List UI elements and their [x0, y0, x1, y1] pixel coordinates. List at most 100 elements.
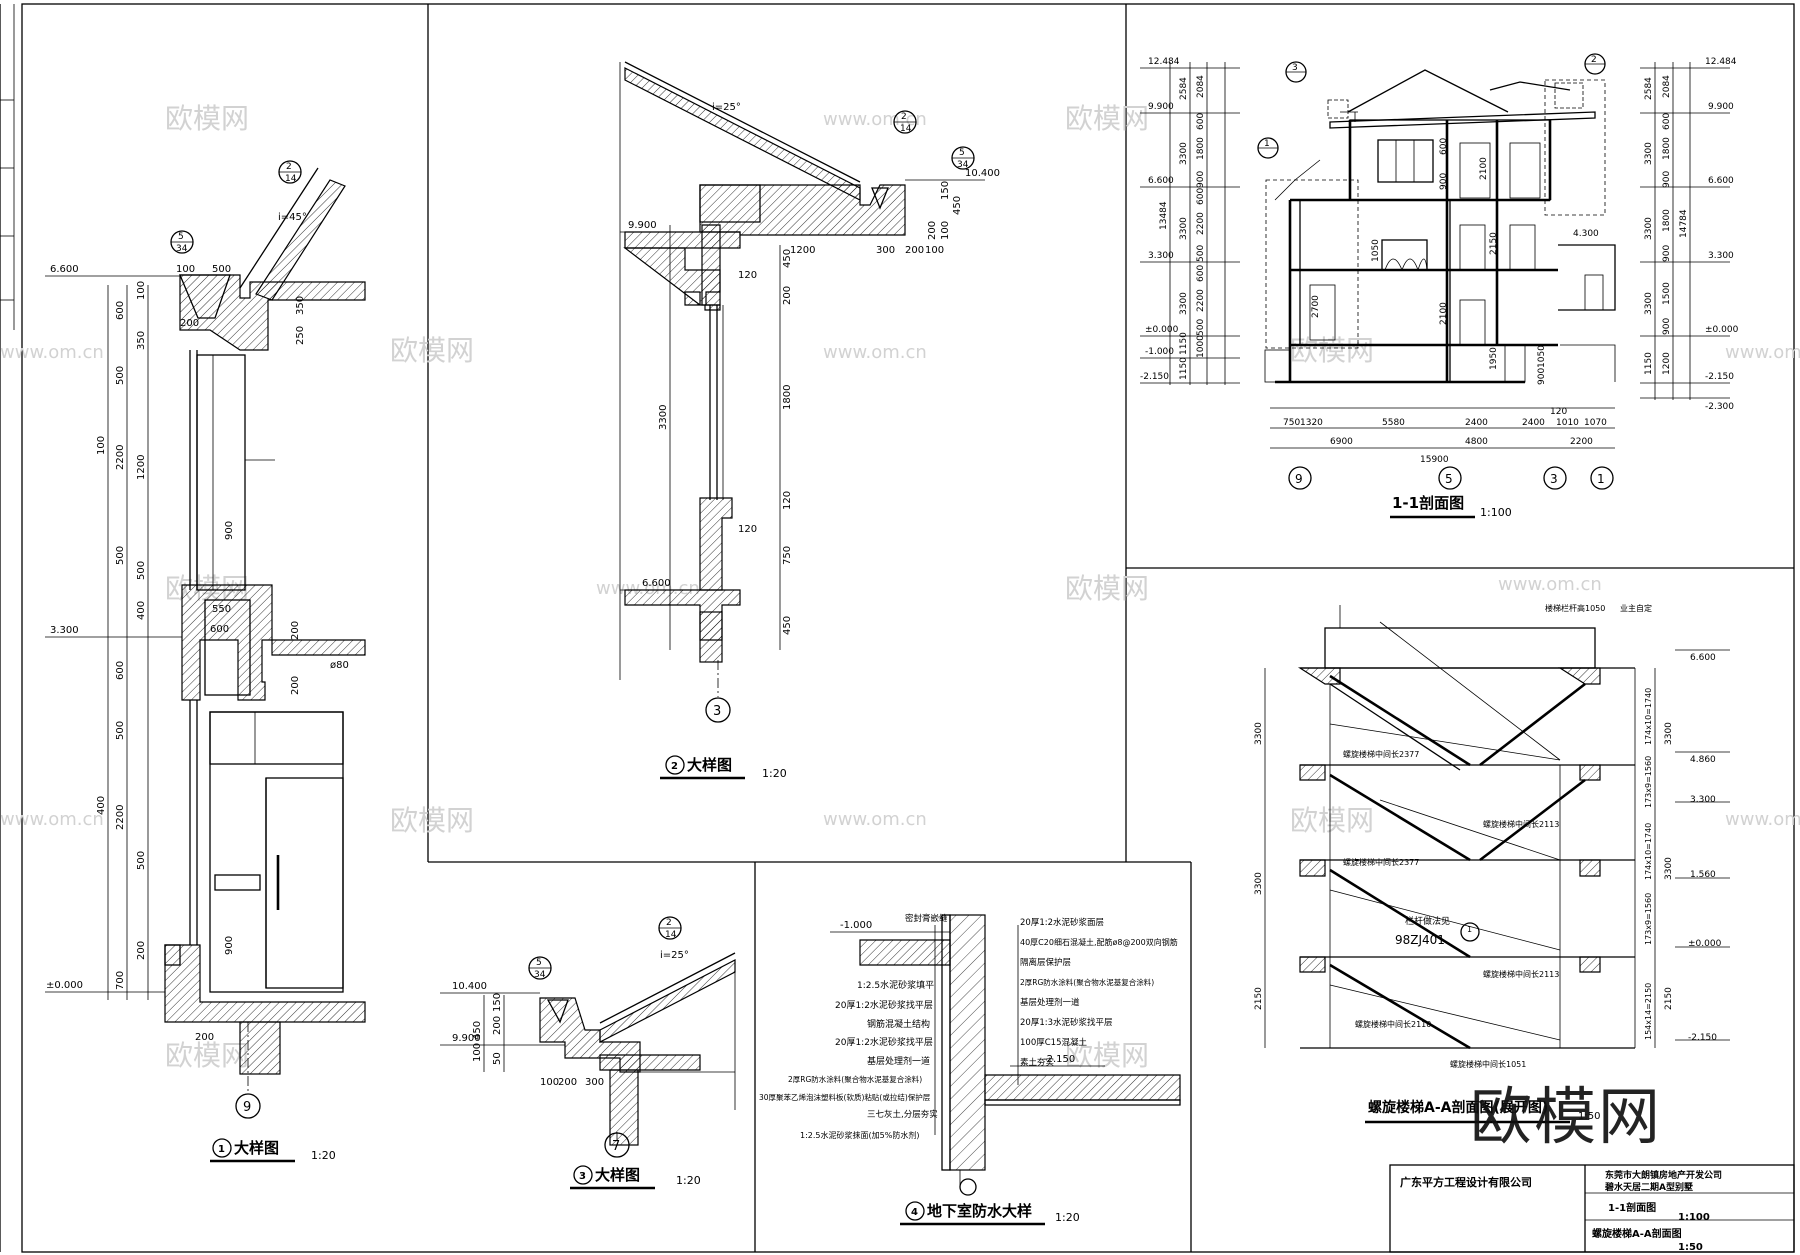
company-name: 广东平方工程设计有限公司 [1400, 1175, 1532, 1189]
level-label: 12.484 [1148, 57, 1180, 67]
dim-label: 2150 [1489, 232, 1499, 255]
dim-label: 154x14=2150 [1644, 983, 1653, 1040]
dim-label: 2100 [1439, 302, 1449, 325]
dim-label: 200 [136, 941, 147, 960]
dim-label: 450 [782, 249, 793, 268]
watermark-site: www.om.cn [0, 342, 104, 363]
stair-title: 螺旋楼梯A-A剖面图(展开图) [1368, 1099, 1548, 1116]
note-text: 基层处理剂一道 [867, 1055, 930, 1067]
section-scale: 1:100 [1480, 506, 1512, 519]
dim-label: 200 [180, 318, 199, 329]
stair-label: 螺旋楼梯中间长2113 [1483, 969, 1559, 979]
dim-label: 900 [224, 521, 235, 540]
detail-number: 3 [579, 1171, 586, 1182]
stair-section: 6.600 4.860 3.300 1.560 ±0.000 -2.150 33… [1254, 603, 1730, 1153]
level-label: 10.400 [452, 981, 487, 992]
dim-label: 2200 [1570, 437, 1593, 447]
dim-label: 120 [738, 270, 757, 281]
dim-label: 1950 [1489, 347, 1499, 370]
detail-scale: 1:20 [676, 1174, 701, 1187]
ref-circle-top: 5 [959, 148, 965, 158]
dim-label: 500 [136, 851, 147, 870]
ref-circle-top: 2 [286, 162, 292, 172]
dim-label: 900 [1196, 171, 1206, 188]
axis-label: 3 [1550, 472, 1558, 486]
dim-label: 173x9=1560 [1644, 756, 1653, 808]
axis-label: 5 [1445, 472, 1453, 486]
dim-label: 15900 [1420, 455, 1449, 465]
note-text: 1:2.5水泥砂浆填平 [857, 979, 934, 991]
dim-label: 3300 [1254, 722, 1264, 745]
dim-label: 1070 [1584, 418, 1607, 428]
dim-label: 100 [136, 281, 147, 300]
watermark-site: www.om.cn [1498, 574, 1602, 595]
section-title: 1-1剖面图 [1392, 494, 1464, 512]
ref-circle-bot: 14 [900, 124, 912, 134]
dim-label: 3300 [658, 405, 669, 430]
dim-label: 900 [1439, 173, 1449, 190]
ref-circle-top: 3 [1292, 63, 1298, 73]
watermark-text: 欧模网 [165, 1039, 249, 1072]
dim-label: 1800 [1662, 137, 1672, 160]
note-text: 20厚1:2水泥砂浆面层 [1020, 917, 1104, 928]
dim-label: 1050 [1537, 345, 1547, 368]
dim-label: 2700 [1311, 295, 1321, 318]
dim-label: 1000 [1196, 335, 1206, 358]
dim-label: 3300 [1644, 217, 1654, 240]
detail-2: 9.900 6.600 10.400 3300 1800 450 200 120… [619, 61, 1000, 780]
dim-label: 3300 [1644, 142, 1654, 165]
level-label: 6.600 [50, 264, 79, 275]
note-text: 素土夯实 [1020, 1057, 1054, 1068]
dim-label: 250 [295, 326, 306, 345]
ref-circle-top: 5 [178, 232, 184, 242]
stair-note: 楼梯栏杆高1050 [1545, 603, 1605, 613]
stair-label: 螺旋楼梯中间长1051 [1450, 1059, 1526, 1069]
axis-label: 9 [1295, 472, 1303, 486]
ref-circle-top: 5 [536, 958, 542, 968]
dim-label: 2150 [1664, 987, 1674, 1010]
dim-label: 600 [1662, 113, 1672, 130]
level-label: -2.300 [1705, 402, 1734, 412]
watermark-text: 欧模网 [1290, 334, 1374, 367]
level-label: 9.900 [1148, 102, 1174, 112]
dim-label: 3300 [1644, 292, 1654, 315]
detail-scale: 1:20 [762, 767, 787, 780]
watermark-site: www.om.cn [1725, 342, 1800, 363]
level-label: 6.600 [1148, 176, 1174, 186]
dim-label: 1010 [1556, 418, 1579, 428]
dim-label: 350 [136, 331, 147, 350]
dim-label: 3300 [1664, 857, 1674, 880]
left-notes: 密封膏嵌缝 1:2.5水泥砂浆填平 20厚1:2水泥砂浆找平层 钢筋混凝土结构 … [759, 913, 948, 1140]
detail-number: 1 [218, 1144, 225, 1155]
dim-label: 600 [210, 624, 229, 635]
note-text: 2厚RG防水涂料(聚合物水泥基复合涂料) [788, 1074, 922, 1084]
dim-label: 100 [176, 264, 195, 275]
watermark-text: 欧模网 [165, 102, 249, 135]
level-label: 9.900 [628, 220, 657, 231]
ref-circle-bot: 34 [176, 244, 188, 254]
detail-1: 6.600 3.300 ±0.000 100 400 600 500 2200 … [45, 160, 366, 1163]
watermarks: 欧模网 欧模网 欧模网 欧模网 欧模网 欧模网 欧模网 欧模网 欧模网 欧模网 … [0, 102, 1800, 1072]
dim-label: 100 [925, 245, 944, 256]
level-label: 6.600 [642, 578, 671, 589]
section-1-1: 3 2 1 12.484 9.900 6.600 3.300 ±0.000 -1… [1140, 53, 1739, 519]
ref-circle-top: 2 [901, 112, 907, 122]
level-label: 10.400 [965, 168, 1000, 179]
level-label: 6.600 [1690, 653, 1716, 663]
dim-label: 2200 [1196, 212, 1206, 235]
dim-label: 200 [782, 286, 793, 305]
watermark-text: 欧模网 [1065, 572, 1149, 605]
project-name: 碧水天居二期A型别墅 [1604, 1181, 1693, 1193]
watermark-text: 欧模网 [1065, 1039, 1149, 1072]
dim-label: 200 [290, 676, 301, 695]
level-label: 3.300 [1148, 251, 1174, 261]
dim-label: 550 [212, 604, 231, 615]
note-text: 30厚聚苯乙烯泡沫塑料板(软质)粘贴(或拉结)保护层 [759, 1092, 931, 1102]
dim-label: 900 [1662, 245, 1672, 262]
note-text: 20厚1:2水泥砂浆找平层 [835, 1036, 933, 1048]
ref-circle-bot: 34 [957, 160, 969, 170]
dim-label: 5580 [1382, 418, 1405, 428]
dim-label: 174x10=1740 [1644, 823, 1653, 880]
level-label: -2.150 [1688, 1033, 1717, 1043]
detail-title: 大样图 [595, 1166, 640, 1184]
